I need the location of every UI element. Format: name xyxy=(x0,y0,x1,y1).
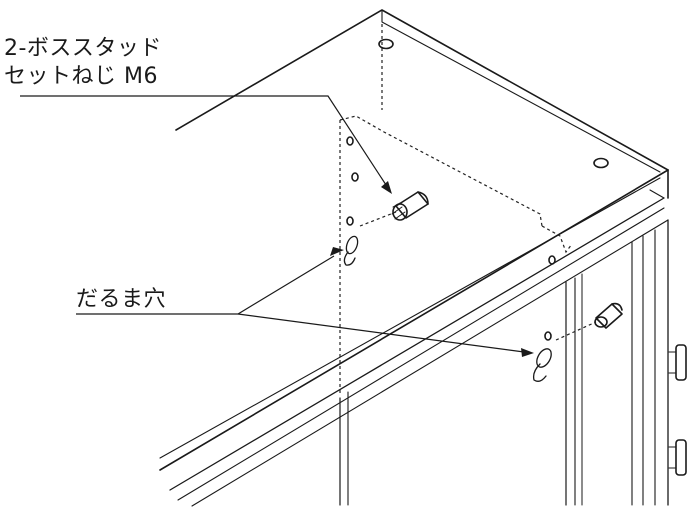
right-corner-line xyxy=(649,189,665,199)
roof-hole-1 xyxy=(378,38,394,50)
roof-back-inner xyxy=(381,9,661,173)
hidden-line-right xyxy=(541,225,573,254)
roof-lip-3 xyxy=(191,219,669,507)
keyhole-lower xyxy=(532,348,552,382)
boss-stud xyxy=(391,191,429,221)
wall-hole-3 xyxy=(346,216,354,226)
label-keyhole: だるま穴 xyxy=(76,287,167,312)
label-boss-stud: 2-ボススタッド xyxy=(4,36,162,61)
hinge-top xyxy=(675,344,687,381)
leader-stud xyxy=(20,95,389,189)
leader-keyhole-2 xyxy=(237,313,525,353)
keyhole-upper xyxy=(343,235,359,266)
arrow-keyhole-upper xyxy=(330,247,344,256)
hinge-bottom xyxy=(675,439,687,476)
arrow-stud xyxy=(381,181,392,194)
hidden-line-rear-axis xyxy=(555,321,597,341)
roof-hole-2 xyxy=(593,157,609,169)
wall-hole-1 xyxy=(346,136,354,146)
label-set-screw: セットねじ M6 xyxy=(4,64,158,89)
rear-stud xyxy=(594,302,623,329)
wall-hole-2 xyxy=(351,172,359,182)
roof-front-edge-2 xyxy=(159,177,661,459)
roof-front-edge xyxy=(159,169,669,471)
roof-lip-2 xyxy=(177,207,665,501)
wall-hole-5 xyxy=(544,331,552,341)
hidden-line-stud-axis xyxy=(359,211,397,227)
hidden-line-panel xyxy=(339,115,543,227)
roof-back-edge xyxy=(175,9,669,171)
wall-hole-4 xyxy=(548,255,556,265)
roof-lip-1 xyxy=(169,197,665,491)
arrow-keyhole-lower xyxy=(521,348,534,357)
